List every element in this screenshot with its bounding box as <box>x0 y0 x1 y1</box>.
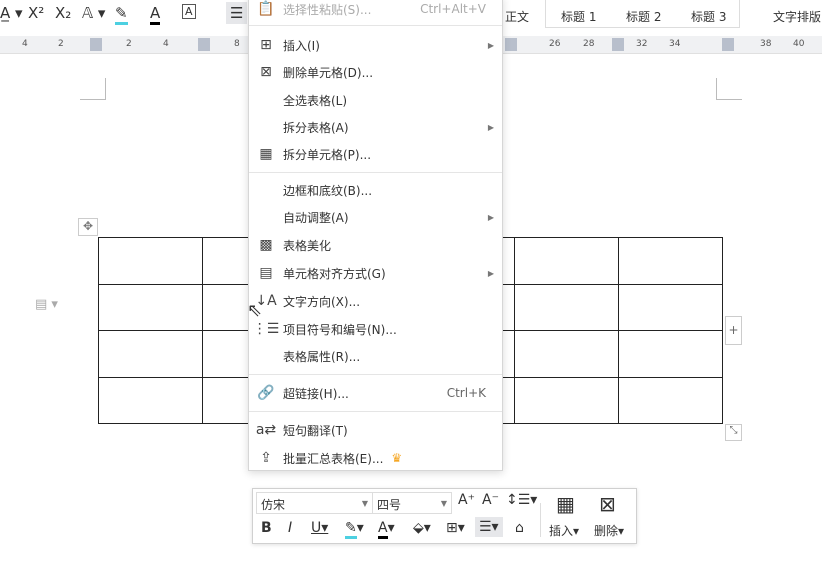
char-border-button[interactable]: A <box>182 4 196 19</box>
bullets-icon: ⋮☰ <box>252 321 280 337</box>
menu-item-batch-summary[interactable]: ⇪批量汇总表格(E)...♛ <box>249 445 502 471</box>
font-size-select[interactable]: 四号▼ <box>372 492 452 514</box>
menu-item-table-beautify[interactable]: ▩表格美化 <box>249 232 502 258</box>
highlight-button[interactable]: ✎ <box>115 4 128 25</box>
chevron-right-icon: ▶ <box>487 40 494 50</box>
text-direction-icon: ↓A <box>255 293 277 309</box>
menu-item-hyperlink[interactable]: 🔗超链接(H)...Ctrl+K <box>249 380 502 406</box>
grow-font-button[interactable]: A⁺ <box>458 492 475 508</box>
style-heading-2[interactable]: 标题 2 <box>626 10 662 24</box>
menu-item-insert[interactable]: ⊞插入(I)▶ <box>249 32 502 58</box>
margin-mark <box>80 78 106 100</box>
split-cell-icon: ▦ <box>259 146 273 162</box>
cell-align-icon: ▤ <box>259 265 273 281</box>
borders-button[interactable]: ⊞▾ <box>446 520 465 536</box>
crown-icon: ♛ <box>391 451 403 465</box>
mouse-cursor-icon: ⇖ <box>247 300 263 321</box>
batch-summary-icon: ⇪ <box>260 450 272 466</box>
font-color-button[interactable]: A▾ <box>378 520 395 539</box>
highlight-button[interactable]: ✎▾ <box>345 520 364 539</box>
line-spacing-button[interactable]: ↕☰▾ <box>506 492 538 508</box>
insert-button[interactable]: 插入▾ <box>549 524 580 538</box>
align-button[interactable]: ☰▾ <box>475 517 503 537</box>
format-painter-button[interactable]: ⌂ <box>515 520 524 536</box>
menu-item-bullets-numbering[interactable]: ⋮☰项目符号和编号(N)... <box>249 316 502 342</box>
menu-item-translate[interactable]: a⇄短句翻译(T) <box>249 417 502 443</box>
font-effects-button[interactable]: A̲ ▾ <box>0 4 23 22</box>
bold-button[interactable]: B <box>261 520 272 536</box>
menu-item-paste-special[interactable]: 📋选择性粘贴(S)...Ctrl+Alt+V <box>249 0 502 22</box>
italic-button[interactable]: I <box>288 520 293 536</box>
menu-item-table-properties[interactable]: 表格属性(R)... <box>283 349 361 364</box>
font-family-select[interactable]: 仿宋▼ <box>256 492 373 514</box>
paragraph-icon[interactable]: ▤ ▾ <box>35 297 58 312</box>
delete-cell-icon: ⊠ <box>260 64 272 80</box>
paste-icon: 📋 <box>257 1 275 17</box>
text-effect-button[interactable]: 𝔸 ▾ <box>82 4 106 22</box>
style-gallery: 标题 1 标题 2 标题 3 <box>545 0 740 28</box>
link-icon: 🔗 <box>257 385 275 401</box>
chevron-right-icon: ▶ <box>487 122 494 132</box>
table-move-handle-icon[interactable]: ✥ <box>78 218 98 236</box>
menu-item-cell-alignment[interactable]: ▤单元格对齐方式(G)▶ <box>249 260 502 286</box>
resize-table-icon[interactable]: ⤡ <box>725 424 742 441</box>
translate-icon: a⇄ <box>255 422 277 438</box>
text-layout-button[interactable]: 文字排版 <box>773 10 822 24</box>
menu-item-delete-cell[interactable]: ⊠删除单元格(D)... <box>249 59 502 85</box>
chevron-right-icon: ▶ <box>487 212 494 222</box>
shrink-font-button[interactable]: A⁻ <box>482 492 499 508</box>
style-heading-3[interactable]: 标题 3 <box>691 10 727 24</box>
menu-item-split-cell[interactable]: ▦拆分单元格(P)... <box>249 141 502 167</box>
menu-item-select-table[interactable]: 全选表格(L) <box>283 93 348 108</box>
menu-item-split-table[interactable]: 拆分表格(A)▶ <box>283 120 494 135</box>
margin-mark <box>716 78 742 100</box>
shading-button[interactable]: ⬙▾ <box>413 520 431 536</box>
menu-item-auto-fit[interactable]: 自动调整(A)▶ <box>283 210 494 225</box>
delete-table-icon[interactable]: ⊠ <box>599 492 616 516</box>
subscript-button[interactable]: X₂ <box>55 4 72 22</box>
add-column-button[interactable]: + <box>725 316 742 345</box>
table-icon: ⊞ <box>260 37 272 53</box>
context-menu: 📋选择性粘贴(S)...Ctrl+Alt+V ⊞插入(I)▶ ⊠删除单元格(D)… <box>248 0 503 471</box>
style-heading-1[interactable]: 标题 1 <box>561 10 597 24</box>
chevron-right-icon: ▶ <box>487 268 494 278</box>
style-normal[interactable]: 正文 <box>505 10 530 24</box>
floating-mini-toolbar: 仿宋▼ 四号▼ A⁺ A⁻ ↕☰▾ B I U▾ ✎▾ A▾ ⬙▾ ⊞▾ ☰▾ … <box>252 488 637 544</box>
underline-button[interactable]: U▾ <box>311 520 329 536</box>
align-button[interactable]: ☰ <box>226 2 248 24</box>
superscript-button[interactable]: X² <box>28 4 45 22</box>
insert-table-icon[interactable]: ▦ <box>556 492 575 516</box>
menu-item-borders-shading[interactable]: 边框和底纹(B)... <box>283 183 373 198</box>
table-beautify-icon: ▩ <box>259 237 273 253</box>
font-color-button[interactable]: A <box>150 4 161 25</box>
delete-button[interactable]: 删除▾ <box>594 524 625 538</box>
